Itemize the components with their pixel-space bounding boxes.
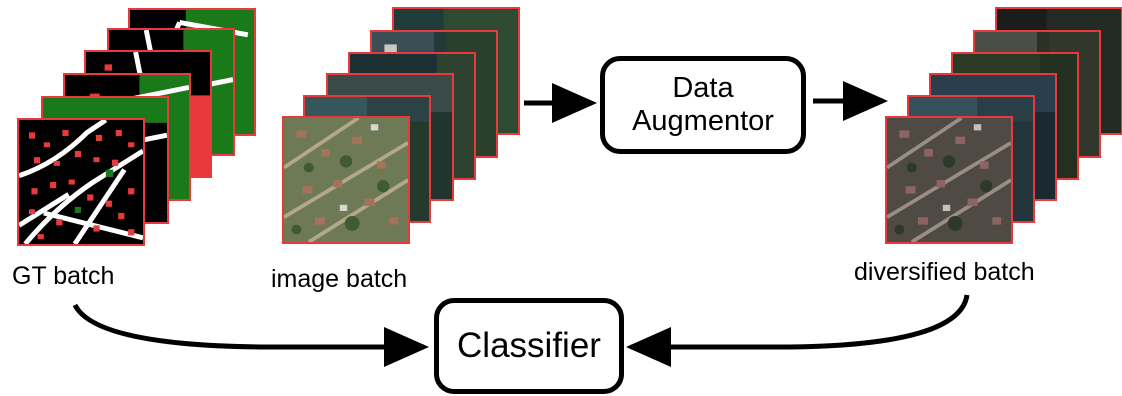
diversified-batch-label: diversified batch <box>854 258 1035 286</box>
augmentor-label-line2: Augmentor <box>632 105 774 137</box>
image-tile-front <box>282 116 410 244</box>
diversified-tile-front <box>885 116 1013 244</box>
classifier-label: Classifier <box>457 326 601 365</box>
gt-batch-label: GT batch <box>12 262 115 290</box>
image-batch-label: image batch <box>271 265 408 293</box>
gt-tile-front <box>17 118 145 246</box>
arrow-gt-to-classifier <box>72 303 429 367</box>
data-augmentor-box: Data Augmentor <box>600 56 806 154</box>
augmentor-label-line1: Data <box>672 71 734 104</box>
arrow-diversified-to-classifier <box>626 294 970 367</box>
classifier-box: Classifier <box>434 298 624 394</box>
